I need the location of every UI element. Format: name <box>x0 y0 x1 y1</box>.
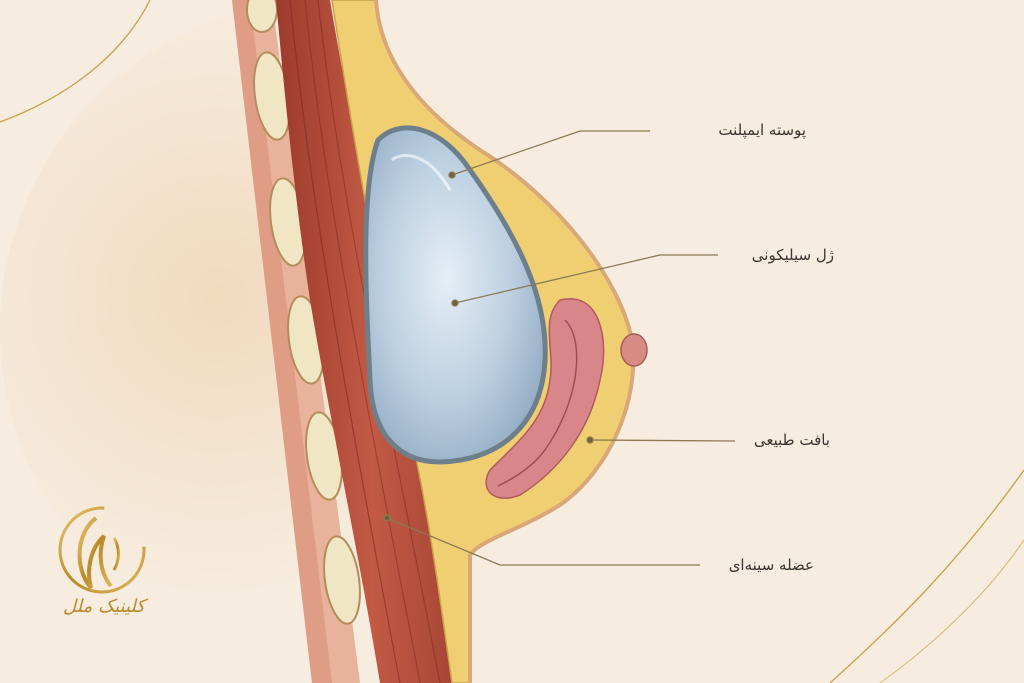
label-silicone-gel: ژل سیلیکونی <box>751 246 834 264</box>
label-chest-muscle: عضله سینه‌ای <box>728 556 814 574</box>
decorative-curve-top <box>0 0 151 123</box>
label-natural-tissue: بافت طبیعی <box>753 431 830 449</box>
clinic-logo <box>58 506 146 594</box>
decorative-curve-bottom <box>829 469 1024 683</box>
label-implant-shell: پوسته ایمپلنت <box>718 121 806 139</box>
leader-lines <box>383 130 736 566</box>
breast-implant <box>363 125 548 465</box>
nipple <box>620 333 648 367</box>
clinic-logo-text: کلینیک ملل <box>63 596 145 617</box>
mammary-gland <box>485 297 605 499</box>
